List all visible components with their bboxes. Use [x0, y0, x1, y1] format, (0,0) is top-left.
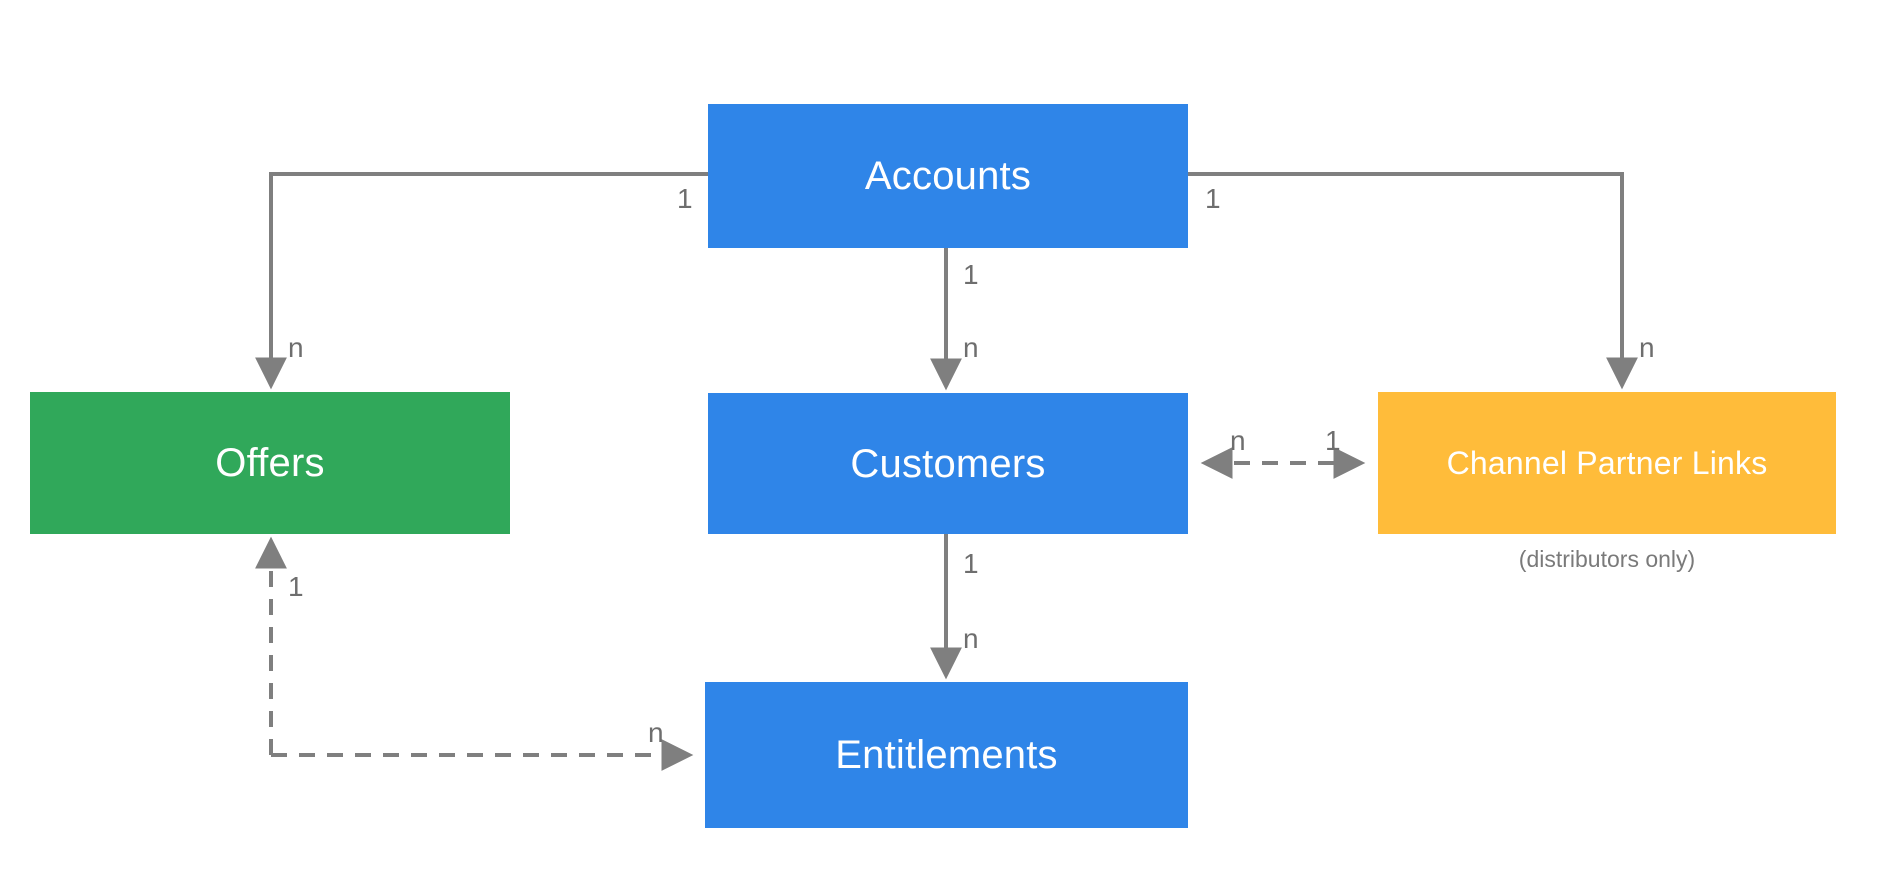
- connector-accounts-to-channel-partner-links: [1188, 172, 1638, 390]
- node-channel-partner-links-label: Channel Partner Links: [1446, 445, 1768, 481]
- node-offers-label: Offers: [215, 441, 325, 485]
- edge-label-accounts-channel-partner-links-many: n: [1639, 332, 1655, 363]
- node-entitlements-label: Entitlements: [835, 733, 1058, 777]
- edge-label-accounts-channel-partner-links-one: 1: [1205, 183, 1221, 214]
- node-customers[interactable]: Customers: [708, 393, 1188, 534]
- edge-label-accounts-offers-many: n: [288, 332, 304, 363]
- node-channel-partner-links[interactable]: Channel Partner Links: [1378, 392, 1836, 534]
- edge-label-customers-channel-partner-links-many: n: [1230, 425, 1246, 456]
- node-entitlements[interactable]: Entitlements: [705, 682, 1188, 828]
- edge-label-customers-channel-partner-links-one: 1: [1325, 425, 1341, 456]
- edge-label-accounts-offers-one: 1: [677, 183, 693, 214]
- edge-label-customers-entitlements-many: n: [963, 623, 979, 654]
- node-channel-partner-links-caption: (distributors only): [1518, 546, 1696, 572]
- node-accounts-label: Accounts: [864, 154, 1032, 198]
- edge-label-customers-entitlements-one: 1: [963, 548, 979, 579]
- edge-label-offers-entitlements-many: n: [648, 717, 664, 748]
- edge-label-offers-entitlements-one: 1: [288, 571, 304, 602]
- node-accounts[interactable]: Accounts: [708, 104, 1188, 248]
- edge-label-accounts-customers-many: n: [963, 332, 979, 363]
- edge-label-accounts-customers-one: 1: [963, 259, 979, 290]
- connector-accounts-to-offers: [255, 172, 708, 390]
- node-customers-label: Customers: [850, 441, 1046, 486]
- node-offers[interactable]: Offers: [30, 392, 510, 534]
